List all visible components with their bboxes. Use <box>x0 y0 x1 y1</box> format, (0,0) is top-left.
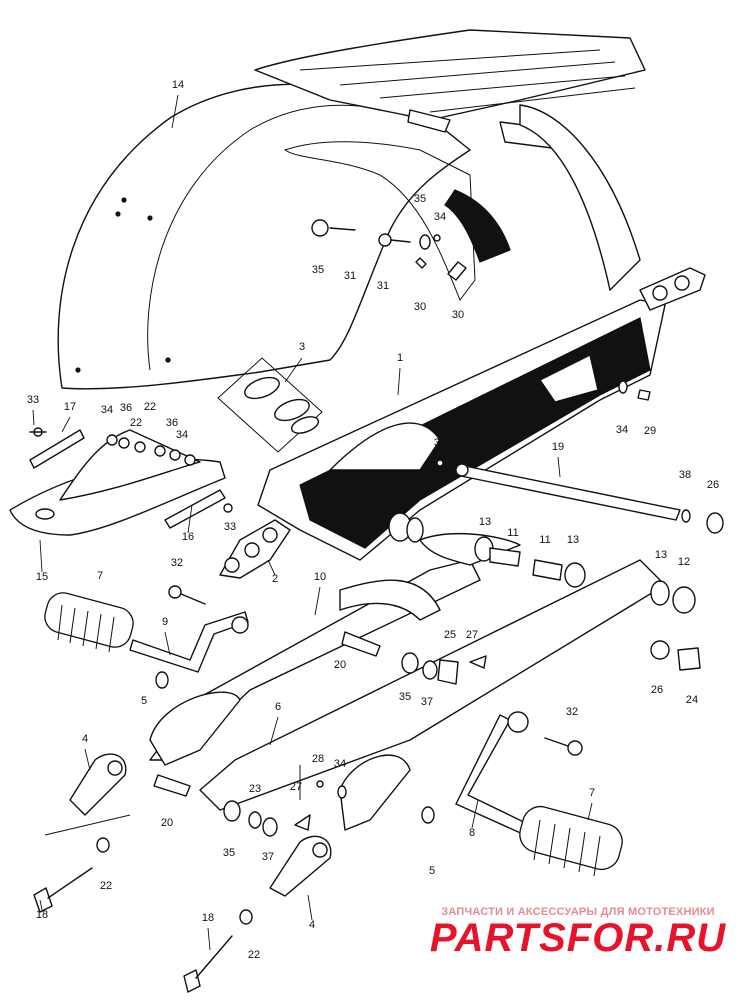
callout-20: 20 <box>334 659 346 671</box>
callout-38: 38 <box>434 437 446 449</box>
swing-arm <box>149 532 666 831</box>
callout-34: 34 <box>616 424 628 436</box>
callout-24: 24 <box>686 694 698 706</box>
callout-12: 12 <box>394 489 406 501</box>
callout-27: 27 <box>466 629 478 641</box>
callout-34: 34 <box>101 404 113 416</box>
peg-bolts <box>168 585 583 756</box>
rear-carrier <box>254 29 646 291</box>
callout-12: 12 <box>678 556 690 568</box>
chain-case <box>257 299 666 561</box>
callout-32: 32 <box>566 706 578 718</box>
callout-22: 22 <box>248 949 260 961</box>
callout-8: 8 <box>469 827 475 839</box>
fender-bolts <box>311 219 651 401</box>
callout-3: 3 <box>299 341 305 353</box>
master-link-box <box>217 357 323 453</box>
callout-34: 34 <box>334 758 346 770</box>
callout-30: 30 <box>414 301 426 313</box>
callout-5: 5 <box>429 865 435 877</box>
callout-26: 26 <box>651 684 663 696</box>
footpeg-left <box>44 592 249 673</box>
rear-fender <box>57 83 511 390</box>
callout-15: 15 <box>36 571 48 583</box>
footpeg-right <box>455 711 623 877</box>
callout-4: 4 <box>82 733 88 745</box>
callout-32: 32 <box>171 557 183 569</box>
callout-22: 22 <box>130 417 142 429</box>
callout-18: 18 <box>202 912 214 924</box>
callout-28: 28 <box>312 753 324 765</box>
callout-38: 38 <box>679 469 691 481</box>
callout-27: 27 <box>290 781 302 793</box>
leader-lines <box>32 94 593 951</box>
callout-7: 7 <box>97 570 103 582</box>
callout-13: 13 <box>655 549 667 561</box>
watermark-logo: PARTSFOR.RU <box>429 916 727 960</box>
bolts-18 <box>33 837 253 993</box>
callout-20: 20 <box>161 817 173 829</box>
chain-guard <box>9 427 233 536</box>
callout-31: 31 <box>377 280 389 292</box>
callout-26: 26 <box>707 479 719 491</box>
callout-13: 13 <box>412 489 424 501</box>
callout-37: 37 <box>421 696 433 708</box>
callout-29: 29 <box>644 425 656 437</box>
callout-22: 22 <box>144 401 156 413</box>
callout-33: 33 <box>224 521 236 533</box>
drive-chain <box>219 267 706 579</box>
callout-25: 25 <box>444 629 456 641</box>
callout-11: 11 <box>507 527 518 539</box>
callout-14: 14 <box>172 79 184 91</box>
callout-9: 9 <box>162 616 168 628</box>
small-hardware <box>153 631 701 837</box>
callout-33: 33 <box>27 394 39 406</box>
callout-13: 13 <box>479 516 491 528</box>
callout-19: 19 <box>552 441 564 453</box>
callout-34: 34 <box>176 429 188 441</box>
callout-5: 5 <box>141 695 147 707</box>
callout-17: 17 <box>64 401 76 413</box>
callout-6: 6 <box>275 701 281 713</box>
callout-35: 35 <box>399 691 411 703</box>
callout-4: 4 <box>309 919 315 931</box>
callout-36: 36 <box>166 417 178 429</box>
callout-16: 16 <box>182 531 194 543</box>
callout-36: 36 <box>120 402 132 414</box>
callout-22: 22 <box>100 880 112 892</box>
callout-13: 13 <box>567 534 579 546</box>
callout-34: 34 <box>434 211 446 223</box>
callout-35: 35 <box>312 264 324 276</box>
pivot-hardware <box>388 459 724 614</box>
callout-18: 18 <box>36 909 48 921</box>
callout-7: 7 <box>589 787 595 799</box>
watermark-tagline: ЗАПЧАСТИ И АКСЕССУАРЫ ДЛЯ МОТОТЕХНИКИ <box>441 906 715 918</box>
callout-23: 23 <box>249 783 261 795</box>
callout-31: 31 <box>344 270 356 282</box>
stopper-plates <box>44 753 332 897</box>
callout-11: 11 <box>539 534 550 546</box>
callout-1: 1 <box>397 352 403 364</box>
callout-37: 37 <box>262 851 274 863</box>
callout-10: 10 <box>314 571 326 583</box>
callout-35: 35 <box>414 193 426 205</box>
callout-30: 30 <box>452 309 464 321</box>
callout-2: 2 <box>272 573 278 585</box>
callout-35: 35 <box>223 847 235 859</box>
